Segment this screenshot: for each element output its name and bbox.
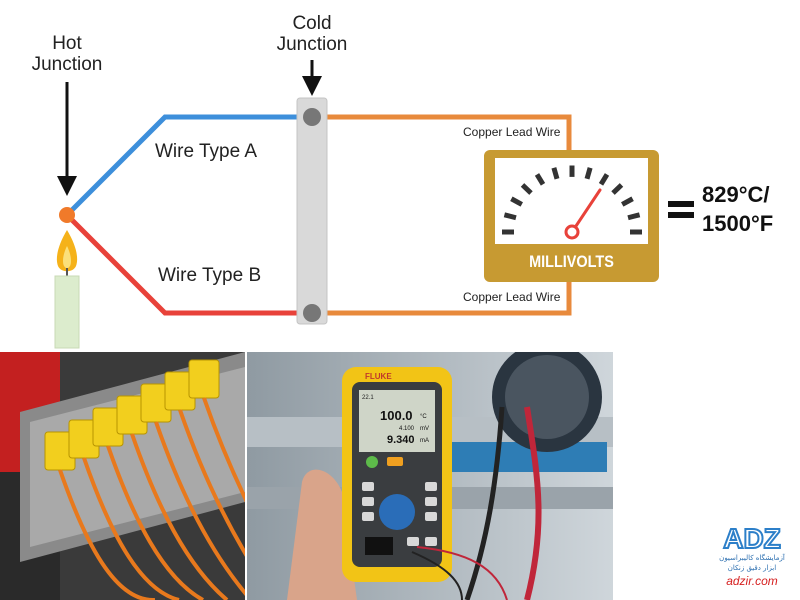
equals-bar-bottom <box>668 212 694 218</box>
screen-main-unit: °C <box>420 414 427 420</box>
cold-junction-terminal-bar <box>297 98 327 324</box>
screen-sub1-unit: mV <box>420 426 429 432</box>
calibrator-key <box>425 537 437 546</box>
screen-main-value: 100.0 <box>380 408 413 423</box>
meter-tick <box>504 215 516 218</box>
calibrator-dpad <box>379 494 415 530</box>
logo-mark-text: ADZ <box>723 523 781 554</box>
calibrator-key <box>425 497 437 506</box>
thermocouple-connectors-photo <box>0 352 245 600</box>
calibrator-key <box>362 482 374 491</box>
cold-junction-label: Cold Junction <box>262 13 362 55</box>
logo-persian-line2: ابزار دقیق زنکان <box>712 564 792 572</box>
wire-type-b <box>67 215 312 313</box>
calibrator-key <box>425 512 437 521</box>
hot-junction-label: Hot Junction <box>20 33 114 75</box>
wire-type-a-label: Wire Type A <box>155 141 257 163</box>
calibrator-key <box>362 512 374 521</box>
thermocouple-diagram <box>0 0 800 350</box>
wire-type-a <box>67 117 312 215</box>
calibrator-key <box>425 482 437 491</box>
hot-junction-arrow <box>57 82 77 196</box>
logo-site: adzir.com <box>712 574 792 588</box>
meter-tick <box>554 168 557 179</box>
candle-body <box>55 276 79 348</box>
terminal-top <box>303 108 321 126</box>
cold-junction-arrow <box>302 60 322 96</box>
wire-type-b-label: Wire Type B <box>158 265 261 287</box>
screen-sub1-value: 4.100 <box>399 426 415 432</box>
adz-logo-mark: ADZ <box>712 520 792 556</box>
temperature-reading: 829°C/ 1500°F <box>702 180 773 238</box>
screen-sub2-unit: mA <box>420 438 429 444</box>
screen-sub2-value: 9.340 <box>387 434 415 446</box>
meter-tick <box>628 215 640 218</box>
calibrator-brand: FLUKE <box>365 372 392 381</box>
meter-tick <box>587 168 590 179</box>
yellow-connector <box>189 360 219 398</box>
meter-pivot <box>566 226 578 238</box>
calibrator-photo: FLUKE 22.1 100.0 °C 4.100 mV 9.340 mA <box>247 352 613 600</box>
equals-bar-top <box>668 201 694 207</box>
copper-lead-wire-bottom-label: Copper Lead Wire <box>463 290 560 304</box>
meter-label: MILLIVOLTS <box>497 252 646 272</box>
calibrator-key <box>362 497 374 506</box>
calibrator-key <box>407 537 419 546</box>
terminal-bottom <box>303 304 321 322</box>
screen-corner-value: 22.1 <box>362 395 374 401</box>
candle <box>55 230 79 348</box>
logo-persian-line1: آزمایشگاه کالیبراسیون <box>712 554 792 562</box>
hot-junction-dot <box>59 207 75 223</box>
copper-lead-wire-top-label: Copper Lead Wire <box>463 125 560 139</box>
